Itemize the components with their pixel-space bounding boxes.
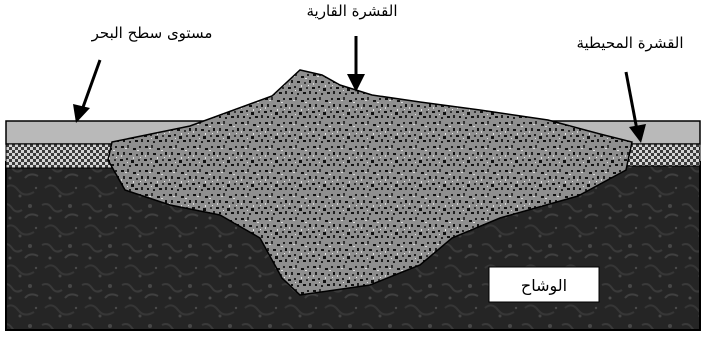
mantle-label: الوشاح <box>521 276 567 296</box>
continental-crust-label: القشرة القارية <box>307 2 398 20</box>
oceanic-crust-label: القشرة المحيطية <box>576 34 683 52</box>
oceanic-crust-left <box>6 144 124 168</box>
sea-level-label: مستوى سطح البحر <box>91 24 213 42</box>
continental-crust-arrow <box>347 36 365 92</box>
sea-level-arrow <box>73 60 100 123</box>
